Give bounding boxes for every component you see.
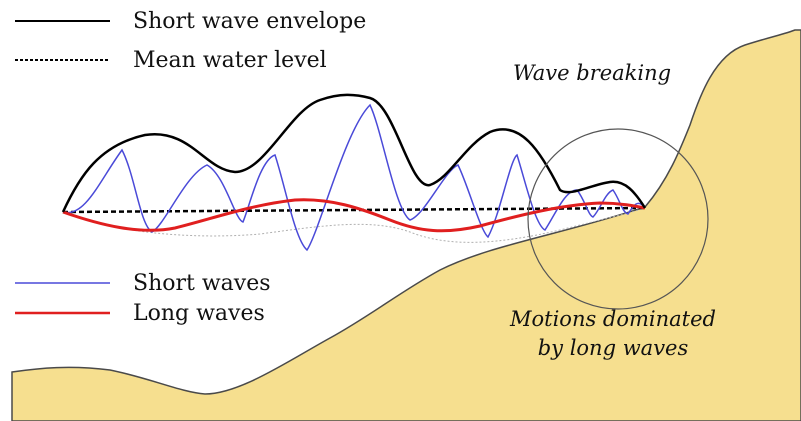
wave-breaking-label: Wave breaking xyxy=(513,61,671,85)
trough-dotted-line xyxy=(64,207,646,243)
legend-mean-level-label: Mean water level xyxy=(133,48,327,73)
envelope-line xyxy=(61,93,647,213)
long-waves-line xyxy=(62,198,646,233)
seabed-profile xyxy=(11,29,801,421)
legend-bottom: Short waves Long waves xyxy=(15,271,271,326)
legend-envelope-label: Short wave envelope xyxy=(133,9,366,34)
legend-long-waves-label: Long waves xyxy=(133,301,265,326)
legend-short-waves-label: Short waves xyxy=(133,271,271,296)
short-waves-line xyxy=(62,103,646,252)
legend-top: Short wave envelope Mean water level xyxy=(15,9,366,73)
breaking-zone-circle xyxy=(527,128,709,310)
mean-water-level-line xyxy=(62,206,646,214)
motions-label-line2: by long waves xyxy=(538,336,689,360)
motions-label-line1: Motions dominated xyxy=(509,307,716,331)
